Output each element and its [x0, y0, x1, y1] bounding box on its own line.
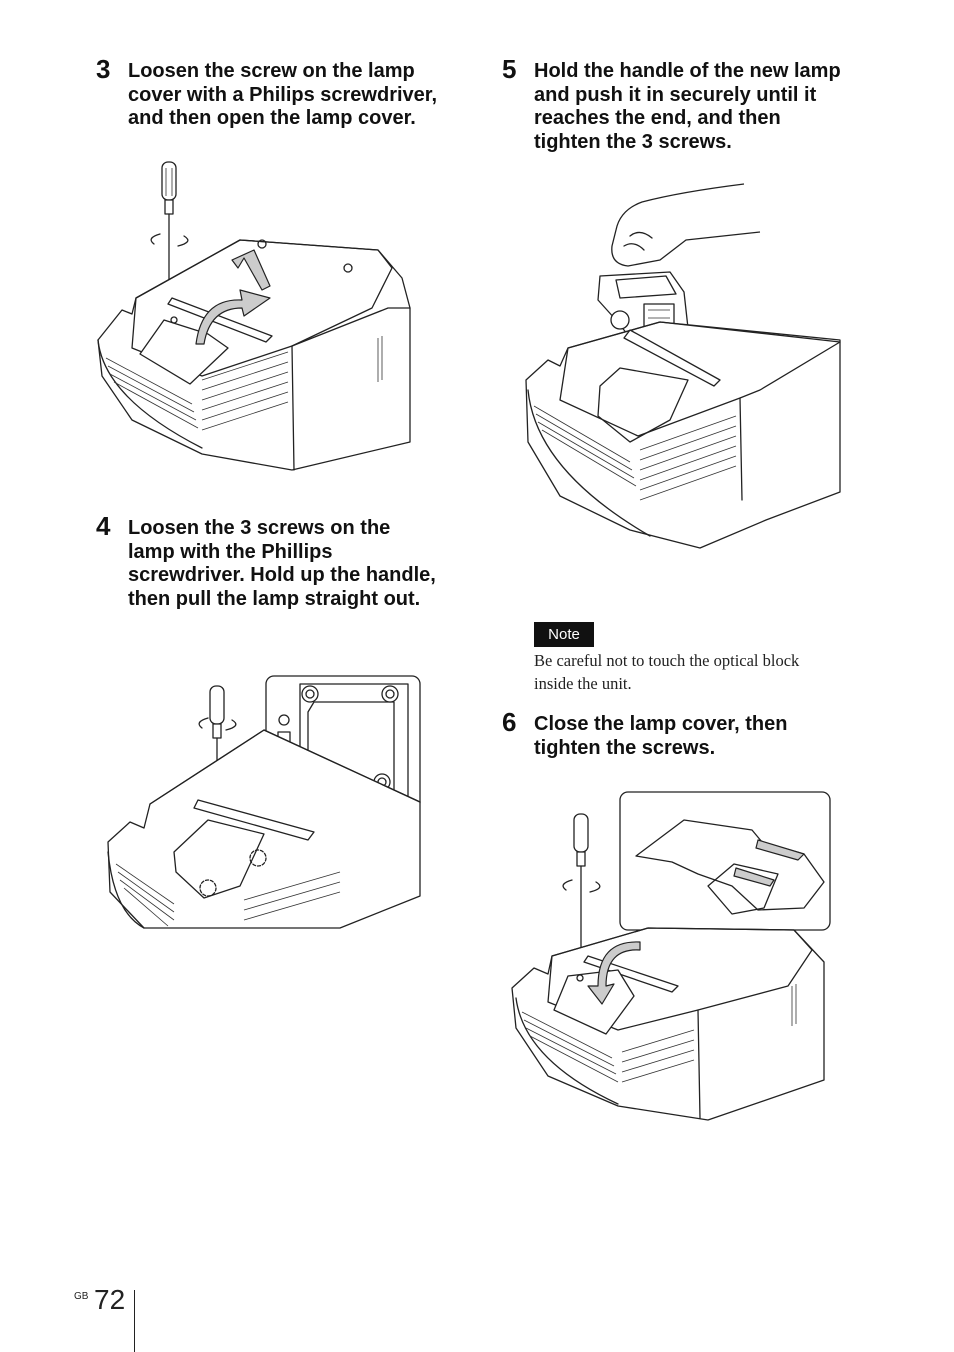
- rotate-arrow-icon: [198, 717, 237, 731]
- screwdriver-icon: [209, 685, 225, 855]
- step-instruction: Loosen the screw on the lamp cover with …: [128, 60, 437, 131]
- step-4: 4 Loosen the 3 screws on the lamp with t…: [96, 513, 476, 617]
- step-line: tighten the screws.: [534, 736, 716, 759]
- step-instruction: Hold the handle of the new lamp and push…: [534, 60, 841, 154]
- step-line: Loosen the 3 screws on the: [128, 517, 391, 539]
- note-line: inside the unit.: [534, 674, 632, 693]
- note-text: Be careful not to touch the optical bloc…: [534, 649, 864, 695]
- region-code: GB: [74, 1291, 89, 1302]
- step-5: 5 Hold the handle of the new lamp and pu…: [502, 56, 882, 160]
- footer-divider: [134, 1290, 135, 1352]
- open-arrow-icon: [195, 289, 271, 345]
- hand-icon: [611, 183, 761, 267]
- cover-detail-inset: [619, 791, 831, 931]
- step-instruction: Loosen the 3 screws on the lamp with the…: [128, 517, 436, 611]
- step-line: Hold the handle of the new lamp: [534, 60, 841, 82]
- page-number: 72: [94, 1284, 126, 1315]
- step-line: then pull the lamp straight out.: [128, 587, 421, 610]
- step-line: screwdriver. Hold up the handle,: [128, 564, 436, 586]
- illustration-insert-new-lamp: [520, 180, 850, 555]
- step-number: 5: [502, 54, 517, 84]
- step-line: tighten the 3 screws.: [534, 130, 732, 153]
- step-instruction: Close the lamp cover, then tighten the s…: [534, 713, 787, 760]
- note-label: Note: [534, 622, 594, 647]
- screwdriver-icon: [573, 813, 589, 979]
- step-line: lamp with the Phillips: [128, 540, 333, 563]
- illustration-open-lamp-cover: [92, 158, 422, 473]
- step-number: 4: [96, 511, 111, 541]
- step-line: reaches the end, and then: [534, 107, 781, 129]
- note-line: Be careful not to touch the optical bloc…: [534, 651, 800, 670]
- step-line: Loosen the screw on the lamp: [128, 60, 415, 82]
- rotate-arrow-icon: [562, 879, 601, 893]
- close-arrow-icon: [587, 941, 641, 1005]
- step-line: and then open the lamp cover.: [128, 107, 416, 129]
- illustration-remove-lamp-screws: [104, 672, 422, 932]
- step-number: 3: [96, 54, 111, 84]
- rotate-arrow-icon: [150, 233, 189, 247]
- step-3: 3 Loosen the screw on the lamp cover wit…: [96, 56, 476, 140]
- step-6: 6 Close the lamp cover, then tighten the…: [502, 709, 882, 763]
- step-number: 6: [502, 707, 517, 737]
- step-line: and push it in securely until it: [534, 83, 817, 106]
- illustration-close-lamp-cover: [508, 790, 834, 1125]
- slide-arrow-icon: [755, 839, 805, 861]
- step-line: Close the lamp cover, then: [534, 713, 788, 735]
- step-line: cover with a Philips screwdriver,: [128, 83, 438, 106]
